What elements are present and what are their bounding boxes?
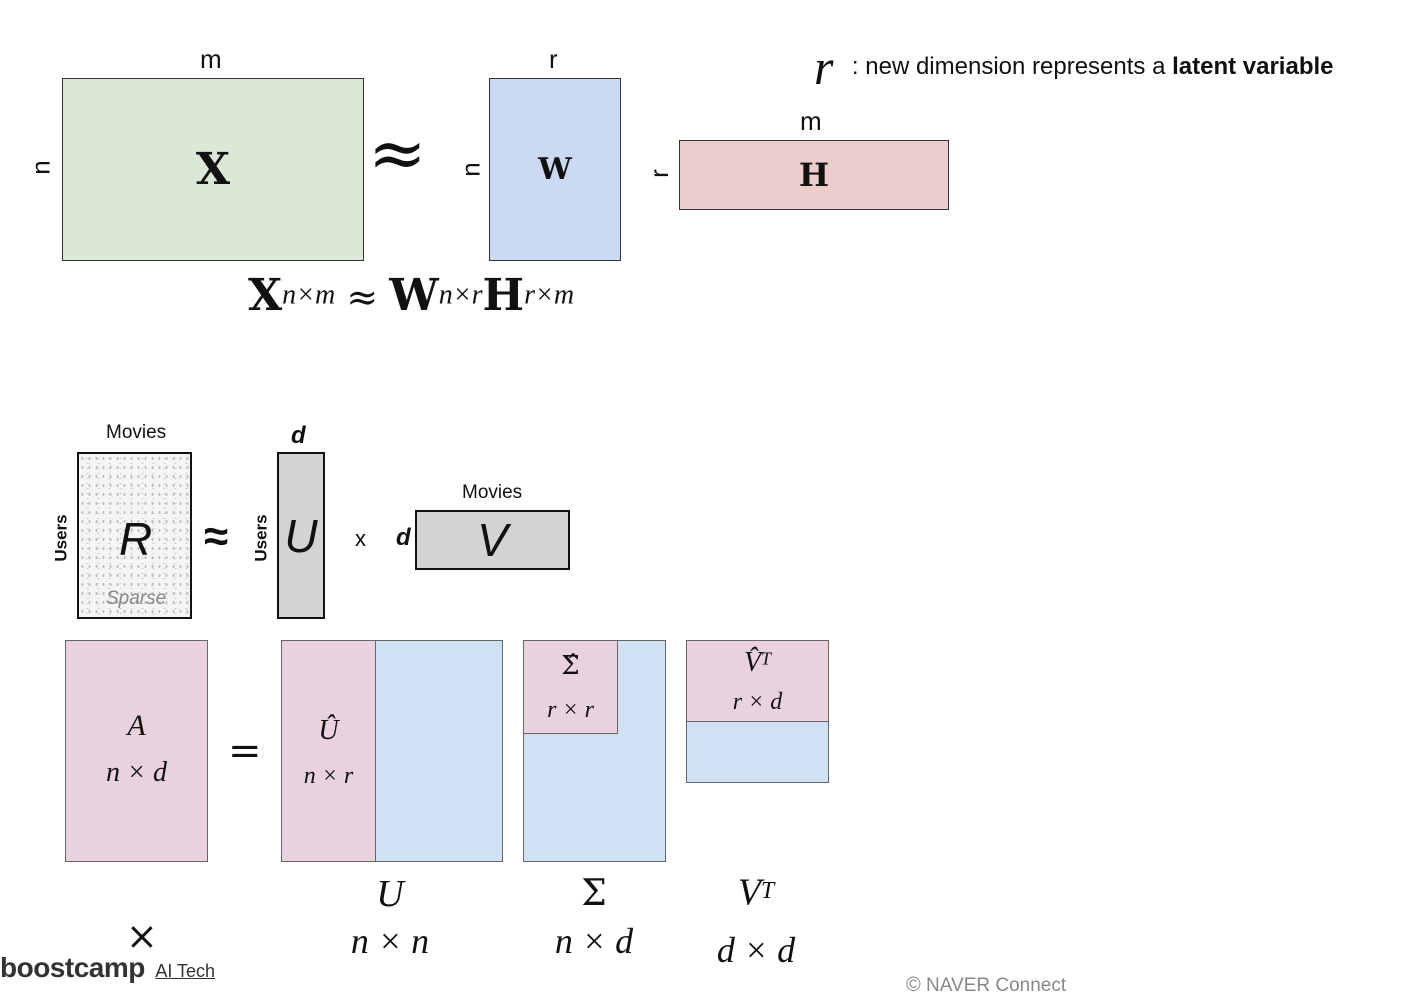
caption-sigma-label: Σ	[581, 873, 607, 914]
copyright-symbol: ©	[906, 974, 921, 996]
h-row-dim: r	[643, 169, 674, 178]
sigma-hat-label: Σ̂	[561, 651, 580, 681]
u-matrix: U	[277, 452, 325, 619]
vt-hat-label: V̂	[743, 647, 762, 678]
r-matrix-label: R	[119, 513, 153, 565]
sigma-hat-block: Σ̂ r × r	[524, 641, 618, 734]
copyright-text: NAVER Connect	[926, 975, 1067, 996]
caption-sigma-dims: n × d	[554, 921, 634, 961]
caption-vt: VT d × d	[696, 866, 816, 975]
copyright: © NAVER Connect	[906, 974, 1066, 997]
mf-times: x	[355, 526, 366, 551]
vt-hat-sup: T	[761, 648, 772, 669]
vt-full-matrix: V̂T r × d	[686, 640, 829, 783]
w-row-dim: n	[455, 162, 486, 177]
a-matrix-label: A	[127, 709, 146, 742]
h-matrix: H	[679, 140, 949, 210]
caption-vt-sup: T	[760, 878, 775, 904]
note-bold: latent variable	[1172, 53, 1334, 80]
u-side-label: Users	[251, 514, 271, 562]
eq-w-sup: n×r	[438, 279, 483, 311]
sigma-full-matrix: Σ̂ r × r	[523, 640, 666, 862]
vt-hat-block: V̂T r × d	[687, 641, 828, 722]
eq-w: W	[389, 270, 439, 321]
eq-x: X	[248, 270, 283, 321]
x-matrix-label: X	[195, 144, 231, 195]
r-side-label: Users	[51, 514, 71, 562]
u-hat-dims: n × r	[303, 763, 354, 789]
mf-approx-symbol: ≈	[204, 512, 229, 561]
caption-vt-label: V	[737, 871, 761, 914]
a-matrix-dims: n × d	[106, 757, 167, 788]
v-matrix-label: V	[477, 514, 508, 566]
r-matrix-sparse: Sparse	[106, 588, 167, 609]
sigma-hat-dims: r × r	[547, 697, 594, 723]
svd-times: ×	[126, 914, 158, 958]
eq-h: H	[482, 270, 525, 321]
w-matrix-label: W	[538, 152, 572, 187]
x-col-dim: m	[200, 44, 222, 74]
caption-vt-label-wrap: VT	[696, 866, 816, 925]
caption-u-label: U	[376, 873, 404, 915]
eq-approx: ≈	[346, 275, 379, 319]
caption-u: U n × n	[330, 872, 450, 966]
vt-hat-dims: r × d	[732, 689, 783, 715]
vt-hat-label-wrap: V̂T	[687, 647, 828, 679]
u-hat-label: Û	[318, 715, 339, 746]
r-matrix: R Sparse	[77, 452, 192, 619]
latent-variable-note: r : new dimension represents a latent va…	[814, 38, 1334, 96]
u-top-label: d	[291, 422, 306, 449]
r-symbol: r	[814, 39, 834, 95]
v-top-label: Movies	[462, 482, 523, 503]
brand-name: boostcamp	[0, 952, 145, 983]
u-matrix-label: U	[284, 509, 318, 562]
h-matrix-label: H	[798, 156, 830, 194]
caption-sigma: Σ n × d	[534, 872, 654, 966]
eq-x-sup: n×m	[282, 279, 336, 311]
u-full-matrix: Û n × r	[281, 640, 503, 862]
x-row-dim: n	[25, 160, 56, 175]
v-side-label: d	[396, 524, 411, 551]
nmf-equation: Xn×m ≈ Wn×rHr×m	[248, 270, 574, 321]
caption-vt-dims: d × d	[716, 930, 796, 971]
brand-sub: AI Tech	[155, 961, 216, 981]
brand-logo: boostcamp AI Tech	[0, 952, 215, 984]
v-matrix: V	[415, 510, 570, 570]
u-hat-block: Û n × r	[282, 641, 376, 861]
w-col-dim: r	[549, 44, 558, 74]
r-top-label: Movies	[106, 422, 167, 443]
eq-h-sup: r×m	[524, 279, 575, 311]
approx-symbol: ≈	[368, 112, 427, 194]
w-matrix: W	[489, 78, 621, 261]
caption-u-dims: n × n	[350, 921, 430, 961]
h-col-dim: m	[800, 106, 822, 136]
note-text: : new dimension represents a	[851, 53, 1173, 80]
a-matrix: A n × d	[65, 640, 208, 862]
svd-equals: =	[228, 728, 262, 774]
x-matrix: X	[62, 78, 364, 261]
